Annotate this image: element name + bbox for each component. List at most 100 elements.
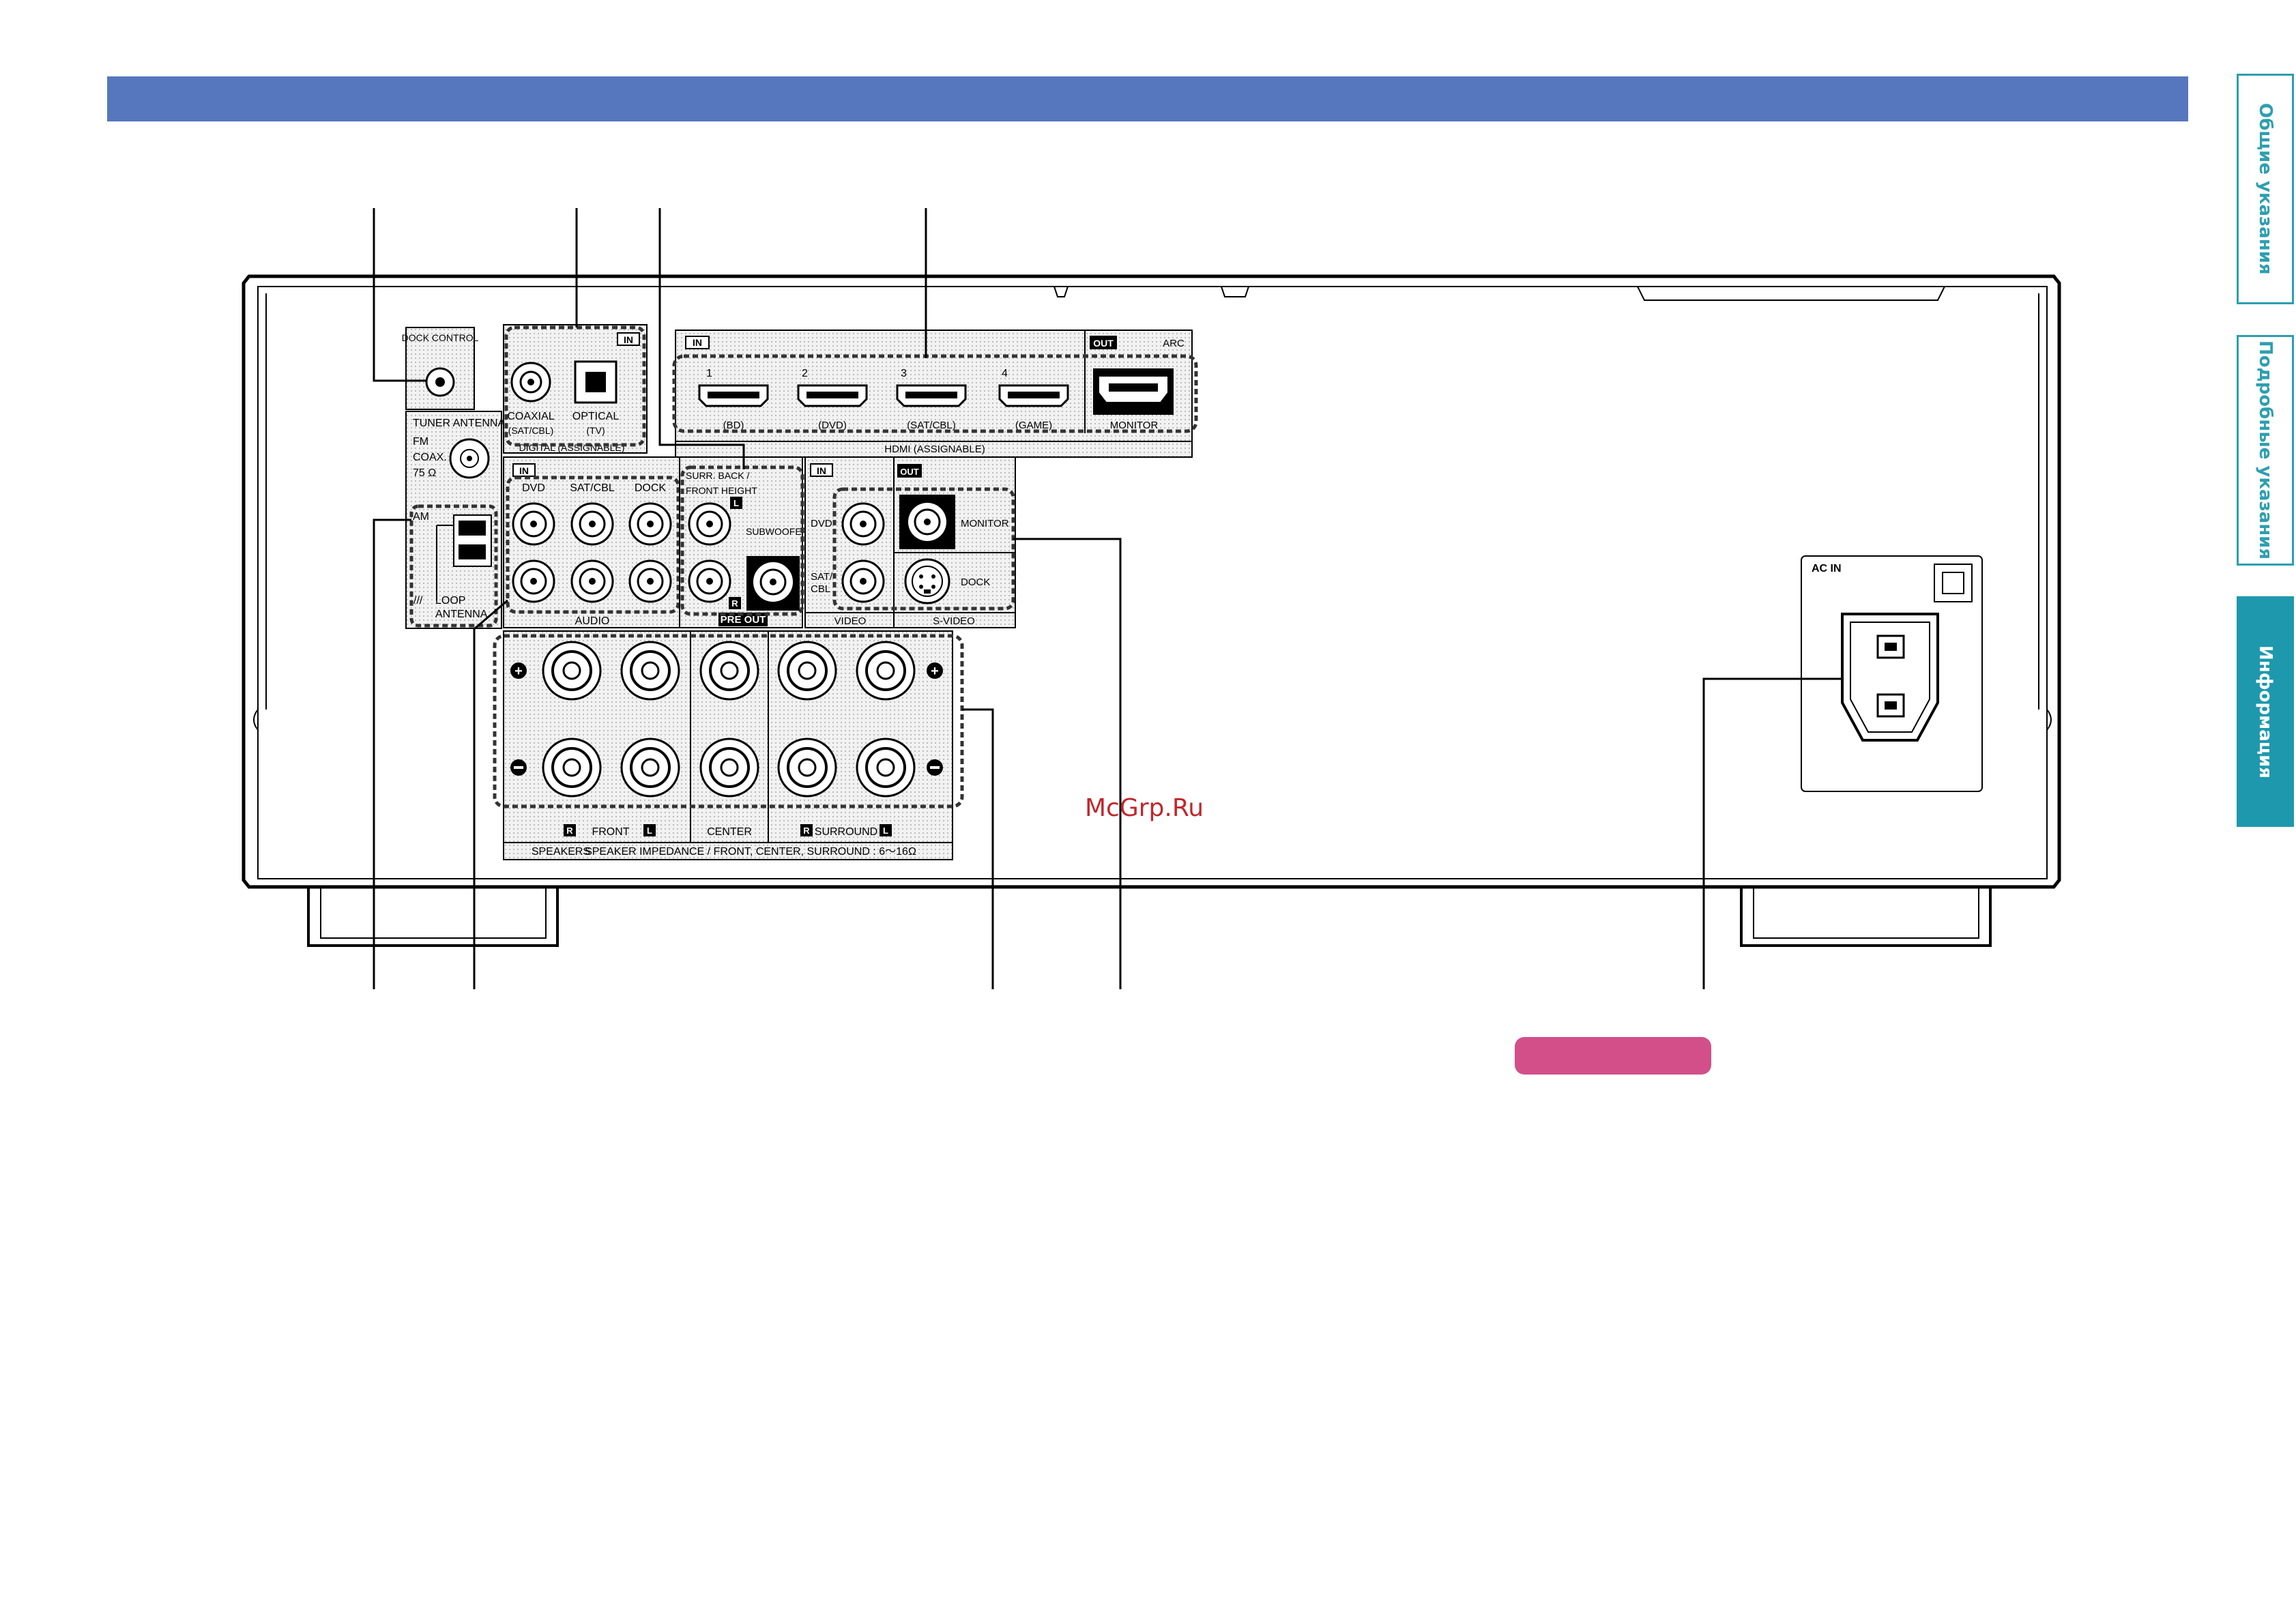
preout-surr-back-l-jack[interactable] bbox=[688, 502, 731, 546]
optical-label: OPTICAL bbox=[572, 411, 620, 422]
speaker-impedance-label: SPEAKER IMPEDANCE / FRONT, CENTER, SURRO… bbox=[585, 846, 916, 858]
hdmi-input-port-3[interactable]: 3 (SAT/CBL) bbox=[896, 368, 967, 431]
speaker-terminal-surround-l-minus[interactable] bbox=[856, 738, 916, 798]
center-label: CENTER bbox=[707, 826, 752, 838]
ac-inlet[interactable] bbox=[1841, 613, 1939, 742]
svideo-dock-label: DOCK bbox=[961, 576, 990, 588]
subwoofer-label: SUBWOOFER bbox=[746, 526, 809, 537]
front-l-badge: L bbox=[647, 826, 652, 836]
front-label: FRONT bbox=[592, 826, 629, 838]
speaker-terminal-center-plus[interactable] bbox=[699, 641, 759, 701]
hdmi-monitor-label: MONITOR bbox=[1110, 420, 1159, 431]
hdmi-out-badge: OUT bbox=[1093, 338, 1114, 349]
svg-text:+: + bbox=[931, 664, 939, 679]
side-tab-general[interactable]: Общие указания bbox=[2237, 74, 2294, 304]
fm-label: FM bbox=[413, 436, 428, 448]
hdmi-port-number: 3 bbox=[901, 368, 907, 379]
speaker-terminal-front-r-plus[interactable] bbox=[542, 641, 602, 701]
audio-jack-satcbl-l[interactable] bbox=[570, 502, 614, 546]
coax-label: COAX. bbox=[413, 452, 447, 463]
audio-caption: AUDIO bbox=[575, 615, 610, 627]
hdmi-block: IN OUT ARC 1 (BD) 2 (DVD) 3 (SAT/CBL) 4 … bbox=[672, 330, 1198, 458]
hdmi-input-port-1[interactable]: 1 (BD) bbox=[698, 368, 769, 431]
speaker-terminal-front-l-minus[interactable] bbox=[620, 738, 680, 798]
coaxial-label: COAXIAL bbox=[507, 411, 554, 422]
hdmi-input-port-4[interactable]: 4 (GAME) bbox=[998, 368, 1069, 431]
side-tab-detailed[interactable]: Подробные указания bbox=[2237, 335, 2294, 566]
surround-label: SURROUND bbox=[815, 826, 877, 838]
optical-sub-label: (TV) bbox=[586, 425, 605, 436]
front-r-badge: R bbox=[566, 826, 573, 836]
hdmi-port-name: (DVD) bbox=[818, 420, 847, 431]
svideo-caption: S-VIDEO bbox=[933, 615, 975, 627]
speaker-terminal-front-l-plus[interactable] bbox=[620, 641, 680, 701]
ac-in-label: AC IN bbox=[1812, 563, 1842, 574]
video-in-satcbl-jack[interactable] bbox=[841, 559, 885, 603]
audio-col-dvd: DVD bbox=[522, 482, 545, 494]
hdmi-caption: HDMI (ASSIGNABLE) bbox=[884, 443, 985, 455]
speaker-terminal-front-r-minus[interactable] bbox=[542, 738, 602, 798]
ohm-label: 75 Ω bbox=[413, 467, 436, 479]
speaker-terminal-center-minus[interactable] bbox=[699, 738, 759, 798]
video-out-badge: OUT bbox=[900, 467, 919, 477]
svideo-dock-jack[interactable] bbox=[904, 558, 950, 604]
preout-caption: PRE OUT bbox=[721, 614, 766, 626]
section-header-bar bbox=[107, 76, 2188, 121]
hdmi-port-number: 4 bbox=[1002, 368, 1008, 379]
speaker-terminal-surround-r-plus[interactable] bbox=[777, 641, 837, 701]
audio-col-satcbl: SAT/CBL bbox=[570, 482, 615, 494]
digital-in-badge: IN bbox=[624, 334, 633, 345]
surround-l-badge: L bbox=[883, 826, 888, 836]
dock-control-label: DOCK CONTROL bbox=[402, 332, 479, 343]
hdmi-monitor-out-port[interactable]: MONITOR bbox=[1093, 368, 1174, 431]
video-in-dvd-jack[interactable] bbox=[841, 502, 885, 546]
hdmi-input-port-2[interactable]: 2 (DVD) bbox=[797, 368, 868, 431]
audio-jack-dock-l[interactable] bbox=[628, 502, 672, 546]
audio-jack-dock-r[interactable] bbox=[628, 559, 672, 603]
antenna-label: ANTENNA bbox=[435, 609, 488, 620]
hdmi-port-name: (GAME) bbox=[1015, 420, 1052, 431]
video-monitor-label: MONITOR bbox=[961, 518, 1009, 529]
video-dvd-label: DVD bbox=[811, 518, 832, 529]
preout-surr-back-r-jack[interactable] bbox=[688, 559, 731, 603]
preout-l-badge: L bbox=[733, 498, 739, 508]
subwoofer-jack[interactable] bbox=[746, 556, 800, 611]
video-monitor-out-jack[interactable] bbox=[899, 495, 955, 549]
speaker-terminal-surround-r-minus[interactable] bbox=[777, 738, 837, 798]
front-height-label: FRONT HEIGHT bbox=[686, 485, 757, 496]
preout-r-badge: R bbox=[731, 598, 738, 609]
video-sat-label: SAT/ bbox=[811, 571, 833, 583]
speakers-label: SPEAKERS bbox=[532, 846, 590, 858]
side-tab-information[interactable]: Информация bbox=[2237, 596, 2294, 827]
video-block: IN OUT DVD SAT/ CBL MONITOR DOCK VIDEO S… bbox=[804, 456, 1016, 628]
analog-audio-block: IN DVD SAT/CBL DOCK AUDIO bbox=[503, 456, 680, 628]
audio-jack-dvd-l[interactable] bbox=[512, 502, 555, 546]
chassis bbox=[242, 274, 2061, 947]
hdmi-port-name: (BD) bbox=[723, 420, 744, 431]
loop-label: LOOP bbox=[435, 595, 465, 607]
hdmi-port-number: 2 bbox=[802, 368, 808, 379]
watermark-text: McGrp.Ru bbox=[1085, 794, 1204, 822]
speaker-terminals-block: + + R FRONT L CENTER R SURROUND L SPEAKE… bbox=[493, 630, 964, 860]
hdmi-in-badge: IN bbox=[693, 337, 702, 348]
am-label: AM bbox=[413, 511, 429, 523]
pre-out-block: SURR. BACK / FRONT HEIGHT L R SUBWOOFER … bbox=[679, 456, 809, 628]
speaker-terminal-surround-l-plus[interactable] bbox=[856, 641, 916, 701]
audio-jack-dvd-r[interactable] bbox=[512, 559, 555, 603]
digital-input-block: IN COAXIAL (SAT/CBL) OPTICAL (TV) DIGITA… bbox=[503, 324, 648, 454]
audio-jack-satcbl-r[interactable] bbox=[570, 559, 614, 603]
video-caption: VIDEO bbox=[834, 615, 867, 627]
video-in-badge: IN bbox=[817, 465, 826, 476]
side-tab-label: Подробные указания bbox=[2255, 340, 2276, 560]
side-tab-label: Информация bbox=[2255, 645, 2276, 778]
pink-label-badge bbox=[1515, 1037, 1711, 1075]
hdmi-arc-label: ARC bbox=[1163, 338, 1185, 349]
surround-r-badge: R bbox=[803, 826, 810, 836]
side-tab-label: Общие указания bbox=[2255, 103, 2276, 275]
audio-in-badge: IN bbox=[519, 465, 529, 476]
tuner-antenna-title: TUNER ANTENNA bbox=[413, 418, 505, 429]
dock-control-jack[interactable]: DOCK CONTROL bbox=[402, 327, 479, 410]
hdmi-port-number: 1 bbox=[706, 368, 712, 379]
video-cbl-label: CBL bbox=[811, 583, 830, 595]
